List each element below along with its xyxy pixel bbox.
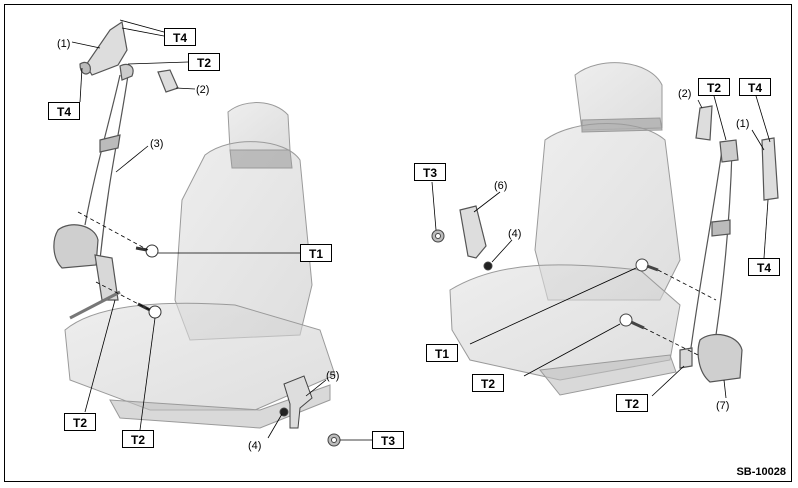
leader-p7 — [723, 379, 727, 399]
leader-t2-top — [127, 61, 189, 65]
figure-code: SB-10028 — [736, 466, 786, 478]
right-belt-assembly — [459, 105, 779, 383]
dash-right-upper — [657, 269, 717, 301]
label-t3-right: T3 — [414, 163, 446, 181]
leader-t4-left — [79, 67, 83, 103]
label-part-7: (7) — [716, 400, 730, 412]
right-headrest-stays — [581, 117, 663, 133]
leader-t4-top-2 — [121, 27, 165, 37]
label-part-2-right: (2) — [678, 88, 692, 100]
label-part-4-right: (4) — [508, 228, 522, 240]
right-bolt-t1-shank — [646, 264, 659, 272]
label-t4-top-right: T4 — [739, 78, 771, 96]
left-retractor — [53, 224, 99, 269]
left-cover-2 — [157, 69, 179, 93]
leader-t1-right — [469, 267, 637, 345]
leader-t2-bottom-left — [84, 299, 116, 413]
left-bolt-t1 — [145, 244, 159, 258]
leader-t2-bottom-mid — [139, 317, 156, 431]
leader-t2-top-right — [713, 95, 727, 141]
label-part-1-right: (1) — [736, 118, 750, 130]
right-small-parts — [431, 229, 659, 330]
right-cover-2 — [695, 105, 713, 141]
label-t4-top-left: T4 — [164, 28, 196, 46]
left-upper-anchor — [79, 61, 91, 75]
label-part-4-left: (4) — [248, 440, 262, 452]
left-shoulder-guide — [119, 63, 134, 81]
left-buckle-parts — [279, 375, 341, 447]
right-seat — [449, 62, 681, 396]
left-belt-assembly — [53, 20, 179, 320]
label-t2-bottom-left: T2 — [64, 413, 96, 431]
leader-t2-mid-right — [523, 323, 621, 377]
right-height-adjuster — [761, 137, 779, 201]
right-buckle — [459, 205, 487, 259]
left-buckle — [283, 375, 313, 429]
left-tongue-stopper — [99, 134, 121, 153]
left-headrest-stays — [229, 149, 293, 169]
label-part-5: (5) — [326, 370, 340, 382]
dash-left-upper — [77, 211, 149, 251]
leader-t4-top-right — [755, 95, 771, 143]
leader-p4-right — [491, 239, 513, 263]
leader-p2-right — [697, 99, 703, 109]
label-t2-top-left: T2 — [188, 53, 220, 71]
left-webbing-inner — [99, 74, 129, 261]
label-t2-bottom-mid: T2 — [122, 430, 154, 448]
label-t2-top-right: T2 — [698, 78, 730, 96]
label-t1-left: T1 — [300, 244, 332, 262]
leader-p1-right — [751, 129, 765, 151]
leader-t2-bottom-right — [651, 365, 685, 397]
left-bolt-t2 — [148, 305, 162, 319]
right-bolt-t1 — [635, 258, 649, 272]
left-nut-hole — [331, 437, 337, 443]
right-retractor — [697, 333, 743, 383]
diagram-frame — [4, 4, 792, 482]
leader-t3-right-seat — [431, 181, 437, 231]
left-dashed-lines — [77, 211, 151, 311]
label-part-2-left: (2) — [196, 84, 210, 96]
right-webbing-outer — [689, 149, 723, 356]
left-outer-belt-bar — [69, 290, 121, 320]
leader-p3 — [115, 145, 149, 173]
label-t2-mid-right: T2 — [472, 374, 504, 392]
right-lower-anchor-plate — [679, 347, 693, 369]
label-t3-left: T3 — [372, 431, 404, 449]
right-nut-hole — [435, 233, 441, 239]
leader-t4-bottom-right — [763, 199, 769, 259]
right-leader-lines — [431, 95, 771, 399]
leader-p2-left — [175, 87, 196, 90]
right-headrest — [574, 62, 663, 131]
label-t4-bottom-right: T4 — [748, 258, 780, 276]
right-seat-rail — [539, 354, 677, 396]
right-shoulder-guide — [719, 139, 739, 163]
right-bolt-t2 — [619, 313, 633, 327]
right-dashed-lines — [643, 269, 717, 357]
leader-t4-top — [119, 19, 165, 33]
left-headrest — [227, 102, 291, 151]
left-leader-lines — [71, 19, 372, 441]
leader-p4-left — [267, 413, 283, 439]
dash-left-lower — [95, 281, 151, 311]
label-t4-left: T4 — [48, 102, 80, 120]
label-t2-bottom-right: T2 — [616, 394, 648, 412]
leader-p1-left — [71, 41, 101, 49]
left-seat — [64, 102, 336, 429]
label-part-3: (3) — [150, 138, 164, 150]
label-part-1-left: (1) — [57, 38, 71, 50]
label-part-6: (6) — [494, 180, 508, 192]
right-tongue-stopper — [711, 219, 731, 237]
leader-p6 — [473, 191, 501, 213]
left-bolt-t1-shank — [135, 246, 148, 252]
right-washer — [483, 261, 493, 271]
label-t1-right: T1 — [426, 344, 458, 362]
leader-p5 — [305, 379, 327, 397]
right-bolt-t2-shank — [630, 320, 645, 330]
left-seat-rail — [109, 384, 331, 429]
dash-right-lower — [643, 327, 701, 357]
left-lower-anchor-plate — [94, 254, 119, 301]
right-webbing-inner — [715, 149, 733, 336]
